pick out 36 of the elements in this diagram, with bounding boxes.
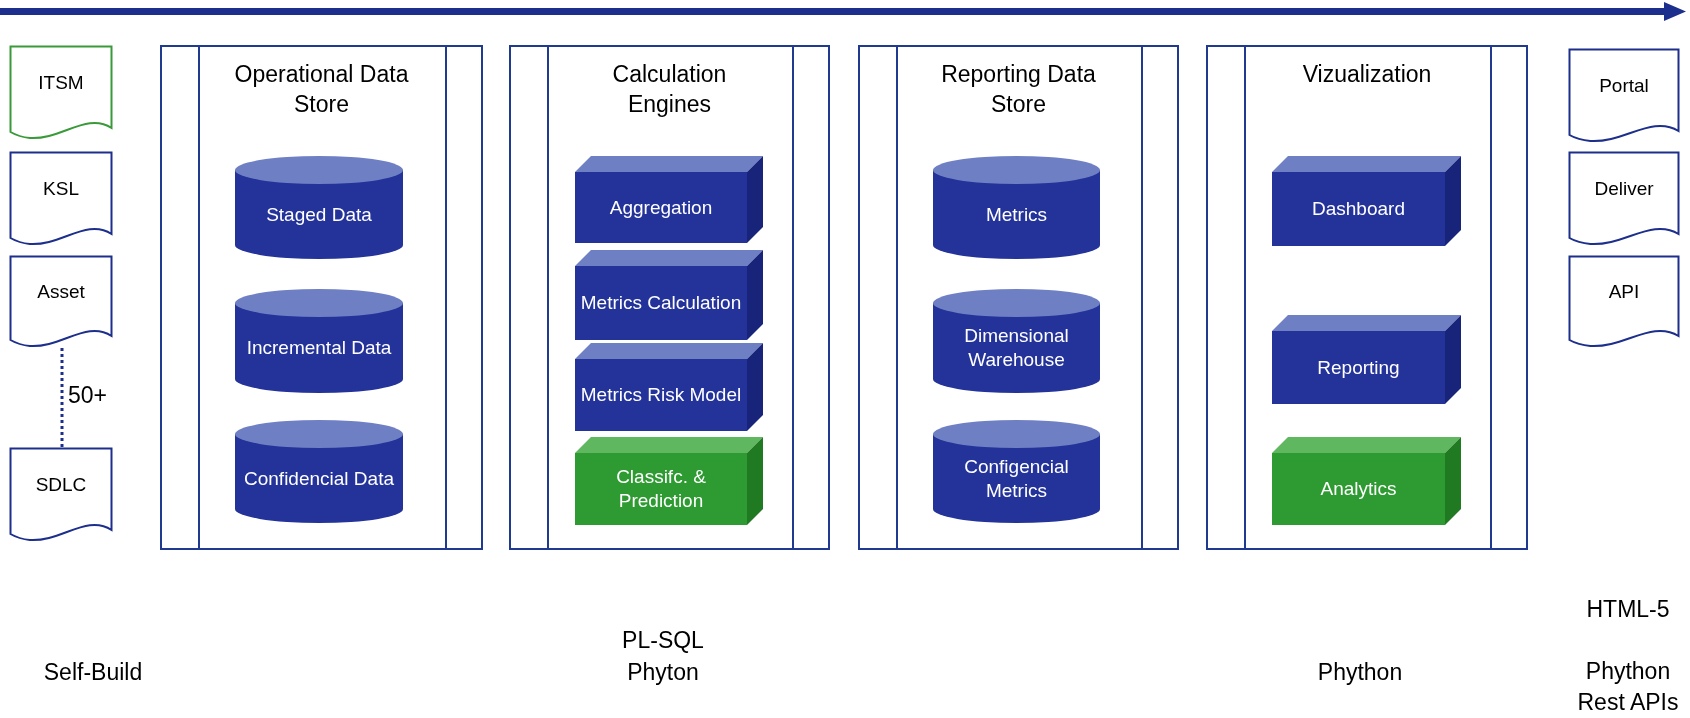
block-label: Configencial Metrics <box>963 454 1070 503</box>
block-label: Analytics <box>1320 477 1397 501</box>
column-panel <box>160 45 483 550</box>
column-heading: Vizualization <box>1301 60 1433 89</box>
tool-label: Self-Build <box>43 658 143 687</box>
document-label: API <box>1608 279 1640 304</box>
tool-label: Phython <box>1585 657 1671 686</box>
column-heading: Reporting Data Store <box>940 60 1097 119</box>
document-label: ITSM <box>38 70 84 95</box>
tool-label: Phython <box>1317 658 1403 687</box>
column-panel <box>1206 45 1528 550</box>
document-label: Portal <box>1599 73 1649 98</box>
block-label: Dashboard <box>1312 197 1405 221</box>
block-label: Metrics Calculation <box>580 291 742 315</box>
block-label: Metrics Risk Model <box>580 383 742 407</box>
tool-label: Phyton <box>627 658 699 687</box>
column-panel <box>509 45 830 550</box>
document-label: Asset <box>37 279 85 304</box>
dotted-line <box>60 348 64 447</box>
document-label: KSL <box>43 176 79 201</box>
column-panel <box>858 45 1179 550</box>
block-label: Confidencial Data <box>244 466 394 491</box>
tool-label: PL-SQL <box>622 626 704 655</box>
block-label: Reporting <box>1317 355 1400 380</box>
column-heading: Operational Data Store <box>233 60 410 119</box>
column-heading: Calculation Engines <box>611 60 728 119</box>
block-label: Incremental Data <box>246 336 392 360</box>
document-label: SDLC <box>35 472 87 497</box>
document-label: Deliver <box>1594 176 1654 201</box>
block-label: Dimensional Warehouse <box>963 324 1070 372</box>
block-label: Aggregation <box>609 195 713 220</box>
block-label: Staged Data <box>266 202 372 227</box>
block-label: Metrics <box>985 202 1048 227</box>
tool-label: Rest APIs <box>1577 688 1679 717</box>
tool-label: HTML-5 <box>1586 595 1670 624</box>
block-label: Classifc. & Prediction <box>615 465 707 513</box>
